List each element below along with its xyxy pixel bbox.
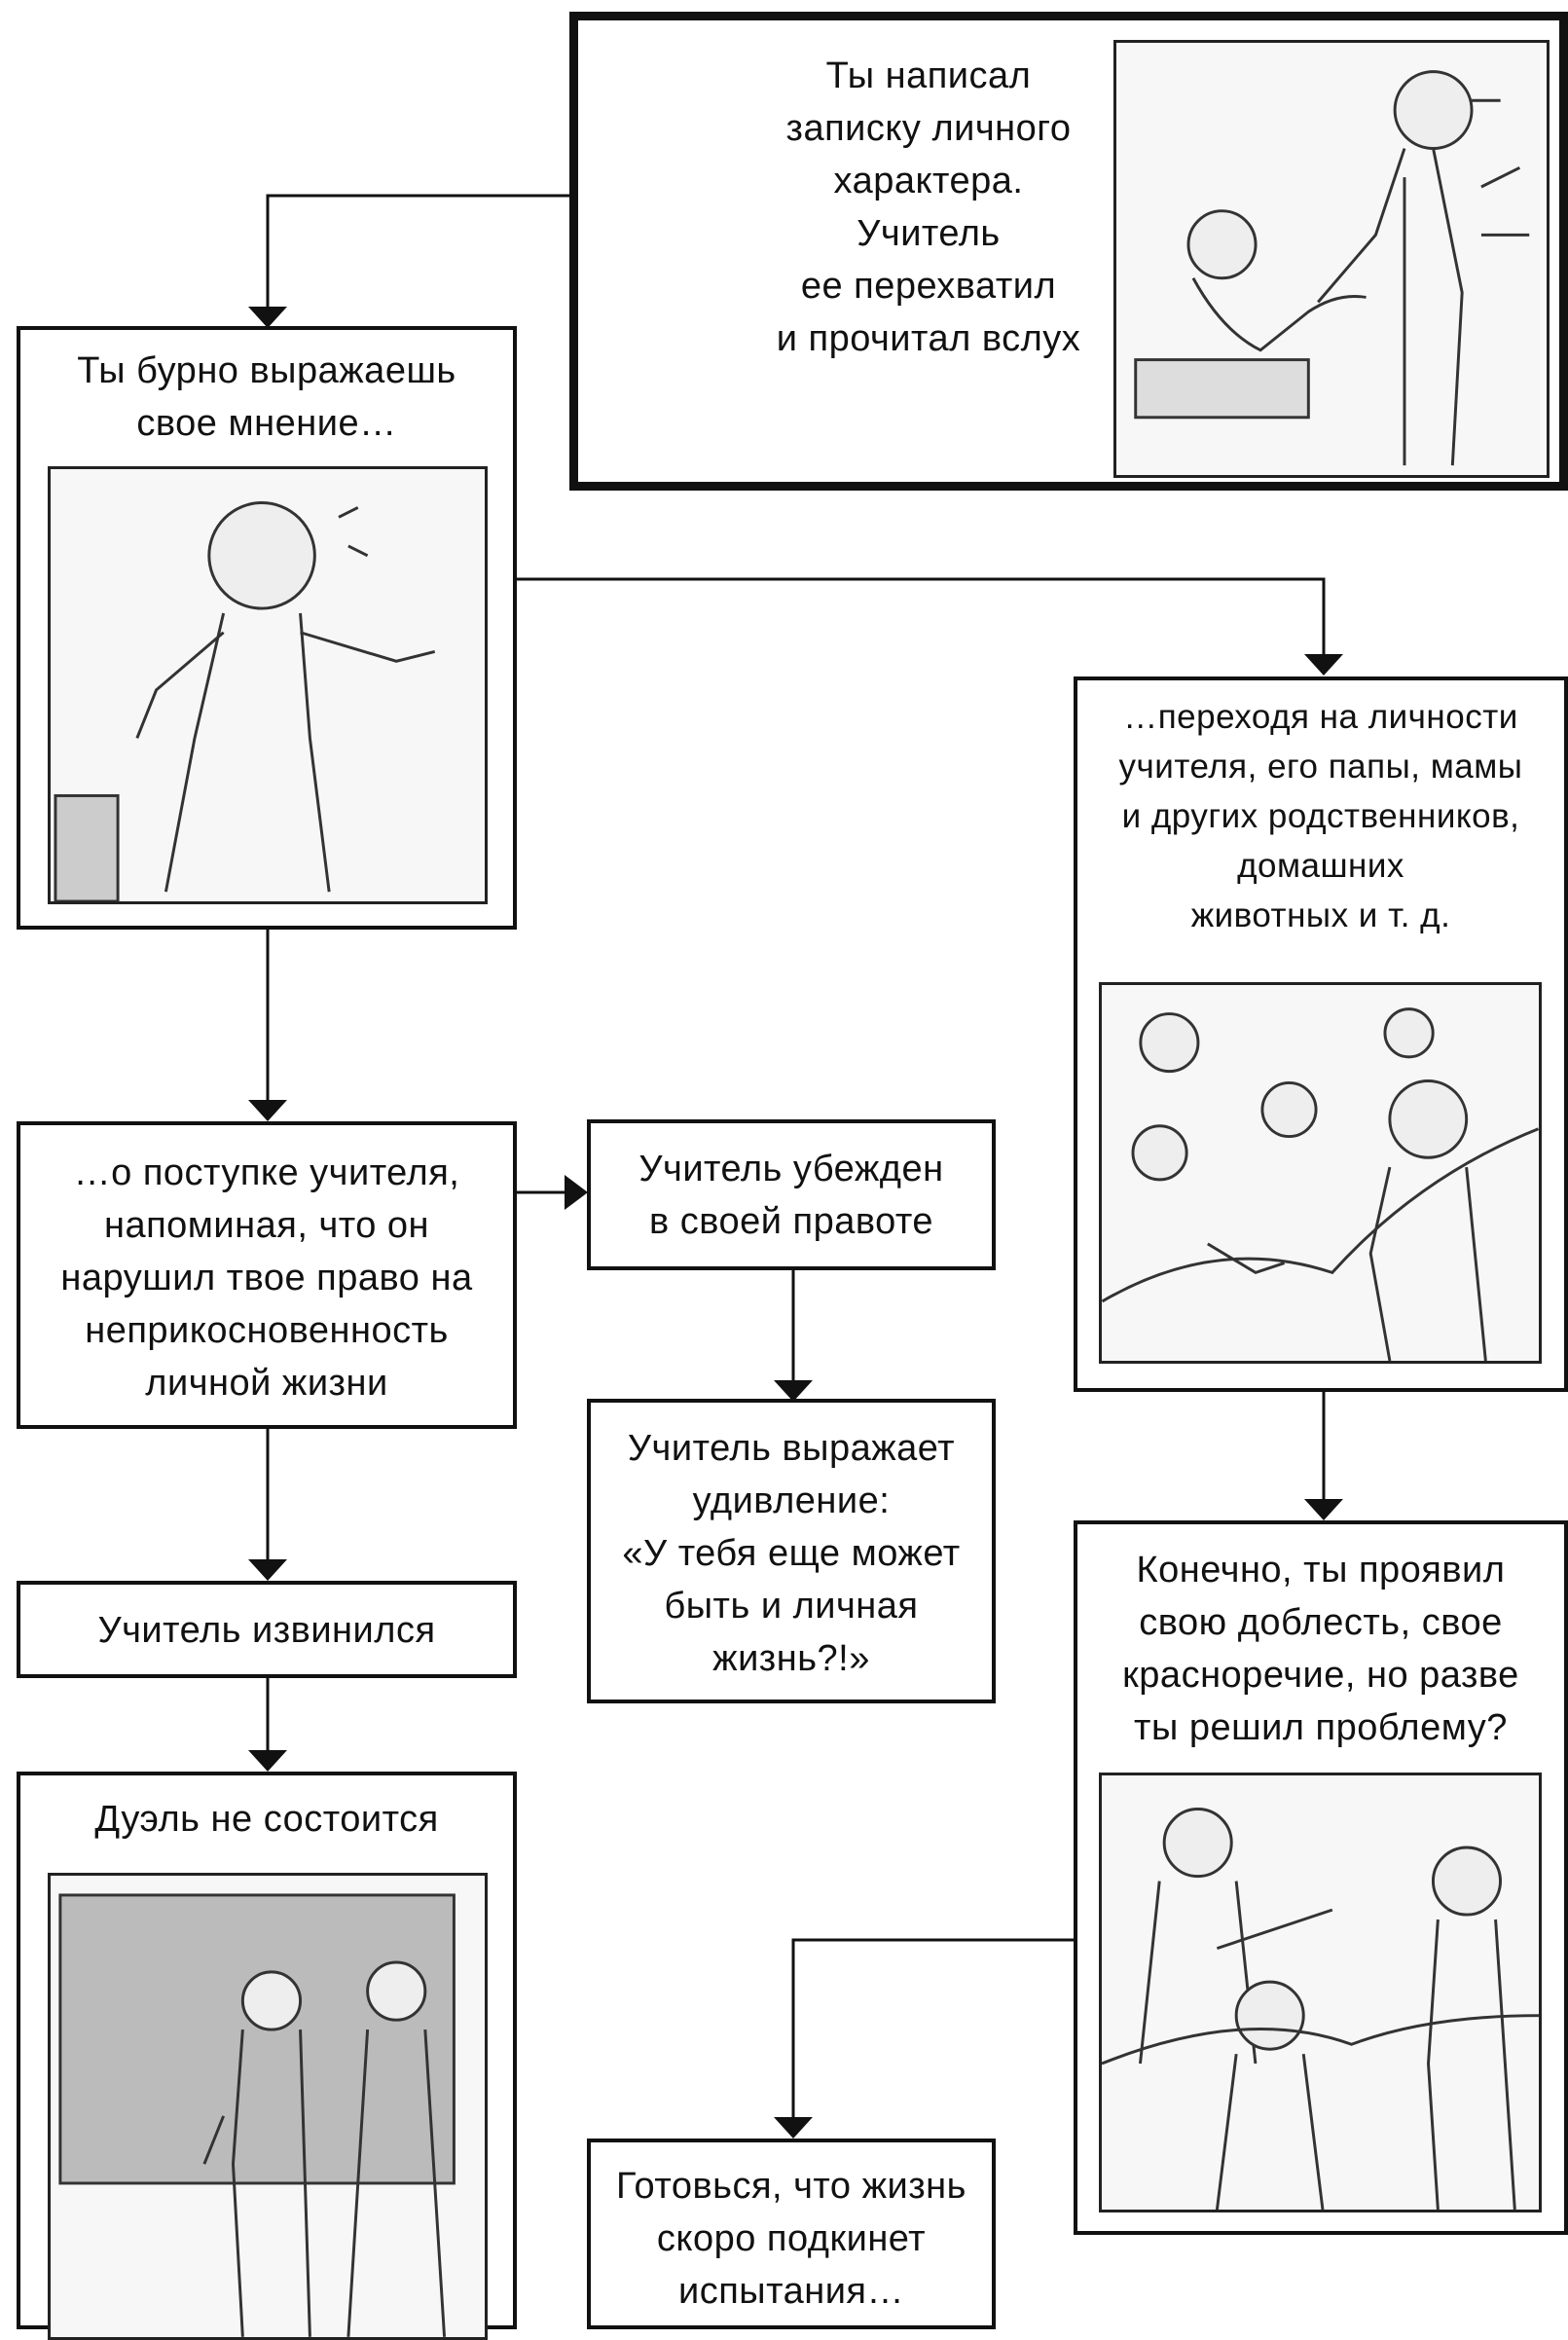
node-teacher-convinced: Учитель убежден в своей правоте bbox=[587, 1119, 996, 1270]
node-express-opinion: Ты бурно выражаешь свое мнение… bbox=[17, 326, 517, 930]
relatives-and-pets-illustration bbox=[1099, 982, 1542, 1364]
teacher-student-argument-illustration bbox=[1099, 1773, 1542, 2212]
node-personal-attacks: …переходя на личности учителя, его папы,… bbox=[1074, 676, 1568, 1392]
arrowhead bbox=[774, 1380, 813, 1402]
node-personal-text: …переходя на личности учителя, его папы,… bbox=[1118, 698, 1523, 934]
node-deed-text: …о поступке учителя, напоминая, что он н… bbox=[60, 1152, 473, 1404]
arrowhead bbox=[248, 307, 287, 328]
node-teacher-deed: …о поступке учителя, напоминая, что он н… bbox=[17, 1121, 517, 1429]
node-duel-text: Дуэль не состоится bbox=[94, 1799, 439, 1840]
arrowhead bbox=[774, 2117, 813, 2139]
node-teacher-surprised: Учитель выражает удивление: «У тебя еще … bbox=[587, 1399, 996, 1703]
node-convinced-text: Учитель убежден в своей правоте bbox=[638, 1149, 944, 1242]
arrowhead bbox=[1304, 654, 1343, 676]
node-teacher-apologized: Учитель извинился bbox=[17, 1581, 517, 1678]
node-apologized-text: Учитель извинился bbox=[97, 1610, 436, 1651]
node-note-text: Ты написал записку личного характера. Уч… bbox=[776, 55, 1081, 359]
arrowhead bbox=[1304, 1499, 1343, 1520]
teacher-taking-note-illustration bbox=[1113, 40, 1550, 478]
student-and-teacher-at-blackboard-illustration bbox=[48, 1873, 488, 2340]
node-express-text: Ты бурно выражаешь свое мнение… bbox=[77, 350, 456, 444]
node-no-duel: Дуэль не состоится bbox=[17, 1772, 517, 2340]
arrowhead bbox=[248, 1100, 287, 1121]
arrowhead bbox=[565, 1175, 588, 1210]
node-prepare-text: Готовься, что жизнь скоро подкинет испыт… bbox=[616, 2166, 966, 2312]
shouting-student-illustration bbox=[48, 466, 488, 904]
node-note-intercepted: Ты написал записку личного характера. Уч… bbox=[569, 12, 1568, 491]
node-valor-text: Конечно, ты проявил свою доблесть, свое … bbox=[1122, 1550, 1519, 1748]
arrowhead bbox=[248, 1750, 287, 1772]
arrowhead bbox=[248, 1559, 287, 1581]
node-prepare-for-trials: Готовься, что жизнь скоро подкинет испыт… bbox=[587, 2139, 996, 2329]
node-valor-question: Конечно, ты проявил свою доблесть, свое … bbox=[1074, 1520, 1568, 2235]
node-surprise-text: Учитель выражает удивление: «У тебя еще … bbox=[622, 1428, 961, 1679]
